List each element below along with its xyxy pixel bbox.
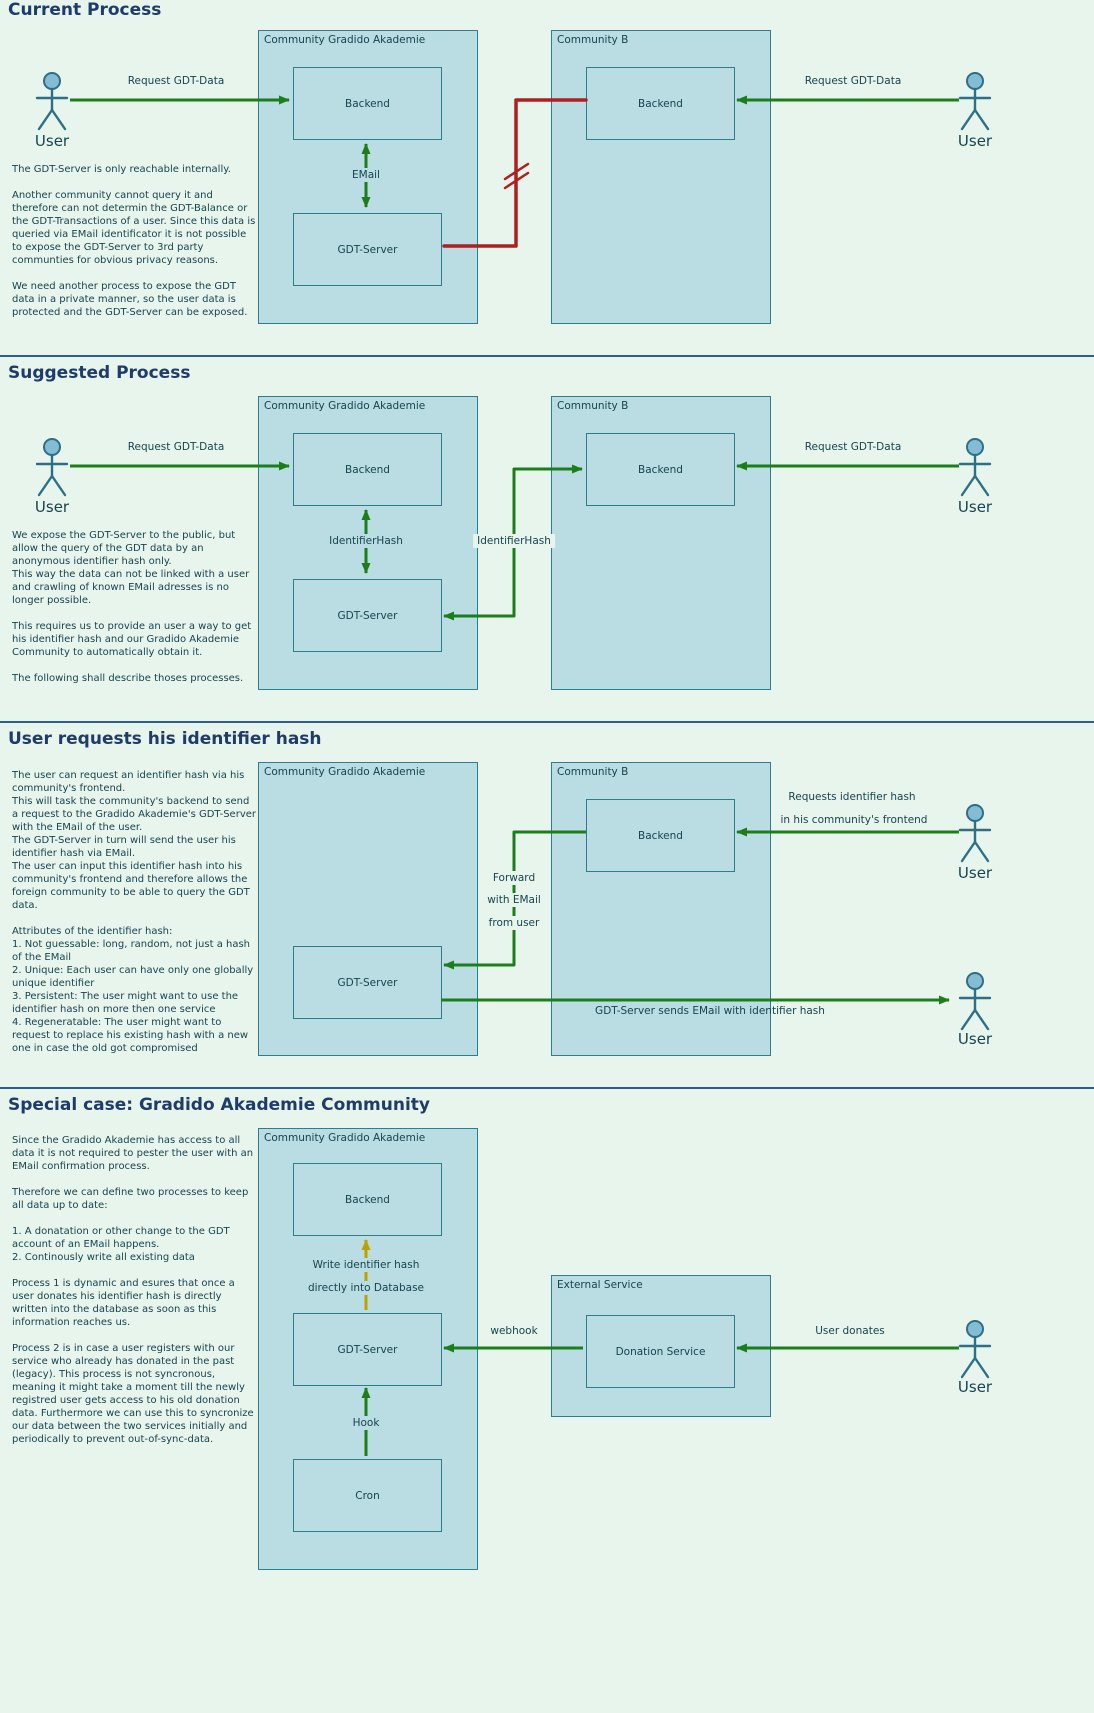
- gdt-server-box: GDT-Server: [293, 1313, 442, 1386]
- section-description: We expose the GDT-Server to the public, …: [12, 530, 252, 684]
- user-label: User: [957, 864, 993, 882]
- webhook-label: webhook: [490, 1325, 538, 1337]
- section-description: The GDT-Server is only reachable interna…: [12, 164, 256, 318]
- forward-email-label: with EMail: [483, 893, 545, 907]
- gdt-server-box: GDT-Server: [293, 946, 442, 1019]
- gdt-server-box-label: GDT-Server: [337, 976, 398, 989]
- section-heading: Suggested Process: [8, 363, 191, 383]
- donation-service-box: Donation Service: [586, 1315, 735, 1388]
- request-gdt-data-label: Request GDT-Data: [127, 75, 225, 87]
- gdt-server-box-label: GDT-Server: [337, 243, 398, 256]
- container-label: Community Gradido Akademie: [264, 400, 426, 412]
- request-gdt-data-label: Request GDT-Data: [804, 441, 902, 453]
- gdt-server-box: GDT-Server: [293, 579, 442, 652]
- section-divider: [0, 721, 1094, 723]
- section-heading: Special case: Gradido Akademie Community: [8, 1095, 430, 1115]
- backend-box: Backend: [586, 799, 735, 872]
- backend-box: Backend: [586, 433, 735, 506]
- write-identifier-hash-label: directly into Database: [303, 1281, 429, 1295]
- sends-email-label: GDT-Server sends EMail with identifier h…: [595, 1005, 825, 1017]
- hook-label: Hook: [348, 1416, 384, 1430]
- section-heading: Current Process: [8, 0, 162, 20]
- forward-email-label: Forward: [488, 871, 540, 885]
- container-label: Community B: [557, 766, 629, 778]
- user-label: User: [957, 498, 993, 516]
- break-tick: [503, 171, 530, 190]
- user-figure: [958, 438, 992, 497]
- container-label: External Service: [557, 1279, 643, 1291]
- backend-box: Backend: [293, 433, 442, 506]
- backend-box: Backend: [586, 67, 735, 140]
- cron-box-label: Cron: [355, 1489, 380, 1502]
- backend-box-label: Backend: [638, 463, 683, 476]
- requests-identifier-hash-label: Requests identifier hash: [788, 791, 916, 803]
- cron-box: Cron: [293, 1459, 442, 1532]
- user-label: User: [34, 132, 70, 150]
- section-heading: User requests his identifier hash: [8, 729, 322, 749]
- backend-box: Backend: [293, 1163, 442, 1236]
- email-arrow-label: EMail: [348, 168, 384, 182]
- section-divider: [0, 355, 1094, 357]
- section-description: Since the Gradido Akademie has access to…: [12, 1135, 254, 1445]
- user-label: User: [957, 1030, 993, 1048]
- write-identifier-hash-label: Write identifier hash: [308, 1258, 424, 1272]
- user-figure: [958, 72, 992, 131]
- identifier-hash-label: IdentifierHash: [473, 534, 555, 548]
- container-label: Community Gradido Akademie: [264, 766, 426, 778]
- donation-service-box-label: Donation Service: [615, 1345, 706, 1358]
- request-gdt-data-label: Request GDT-Data: [804, 75, 902, 87]
- backend-box-label: Backend: [345, 1193, 390, 1206]
- user-label: User: [957, 132, 993, 150]
- section-divider: [0, 1087, 1094, 1089]
- backend-box-label: Backend: [638, 829, 683, 842]
- break-tick: [503, 162, 530, 181]
- container-label: Community Gradido Akademie: [264, 34, 426, 46]
- user-label: User: [957, 1378, 993, 1396]
- forward-email-label: from user: [484, 916, 544, 930]
- container-label: Community B: [557, 34, 629, 46]
- user-figure: [958, 1320, 992, 1379]
- user-donates-label: User donates: [815, 1325, 885, 1337]
- gdt-server-box-label: GDT-Server: [337, 609, 398, 622]
- user-figure: [958, 972, 992, 1031]
- backend-box-label: Backend: [345, 97, 390, 110]
- request-gdt-data-label: Request GDT-Data: [127, 441, 225, 453]
- gdt-server-box-label: GDT-Server: [337, 1343, 398, 1356]
- user-figure: [958, 804, 992, 863]
- container-label: Community B: [557, 400, 629, 412]
- user-figure: [35, 438, 69, 497]
- gdt-server-box: GDT-Server: [293, 213, 442, 286]
- backend-box-label: Backend: [638, 97, 683, 110]
- section-description: The user can request an identifier hash …: [12, 770, 256, 1054]
- backend-box: Backend: [293, 67, 442, 140]
- user-figure: [35, 72, 69, 131]
- backend-box-label: Backend: [345, 463, 390, 476]
- user-label: User: [34, 498, 70, 516]
- identifier-hash-label: IdentifierHash: [325, 534, 407, 548]
- requests-identifier-hash-label: in his community's frontend: [780, 814, 928, 826]
- container-label: Community Gradido Akademie: [264, 1132, 426, 1144]
